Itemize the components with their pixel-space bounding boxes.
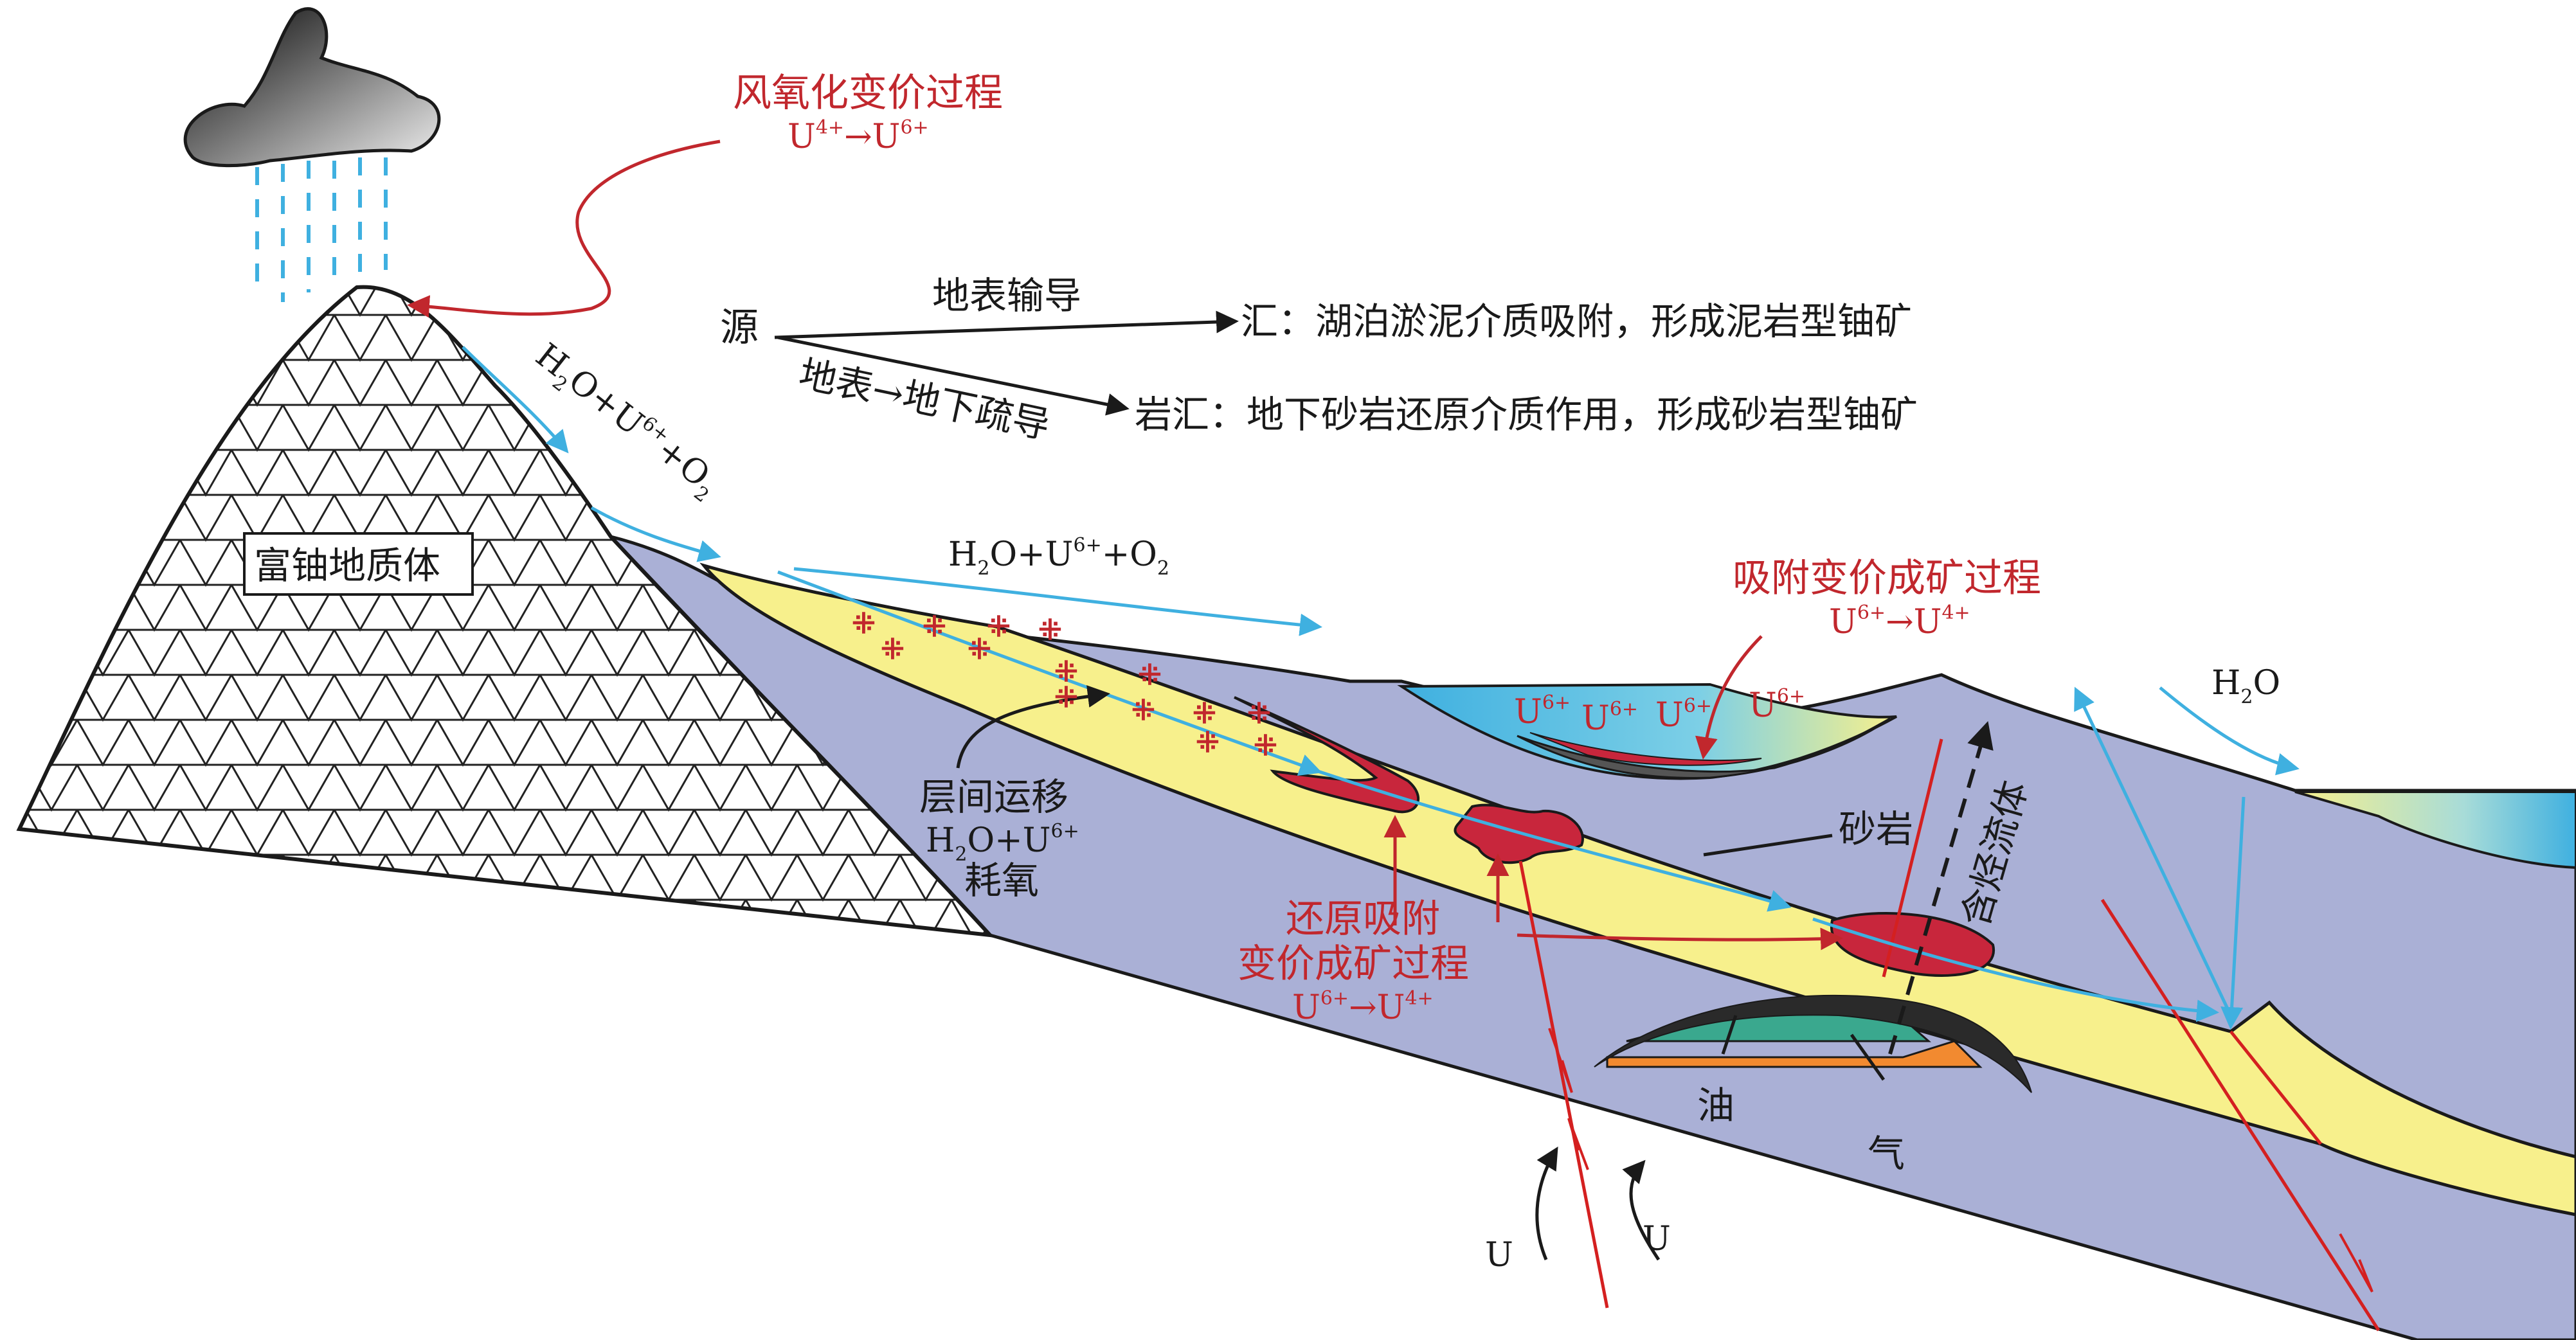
- svg-text:U6+: U6+: [1514, 692, 1571, 731]
- fault-uranium-left: U: [1485, 1236, 1513, 1274]
- reduction-equation: U6+→U4+: [1292, 987, 1434, 1027]
- gas-layer: [1606, 1040, 1983, 1068]
- rain-lines: [255, 157, 388, 302]
- oil-label: 油: [1697, 1084, 1734, 1127]
- h2o-right-label: H2O: [2211, 664, 2280, 708]
- reduction-title-1: 还原吸附: [1286, 897, 1440, 942]
- oil-trap-cap: [1594, 994, 2032, 1093]
- uranium-rich-hill: [16, 285, 995, 938]
- adsorption-title: 吸附变价成矿过程: [1733, 556, 2041, 601]
- interlayer-label-3: 耗氧: [964, 859, 1039, 902]
- red-annotation-arrows: [407, 139, 1843, 951]
- water-flow-arrows: [462, 346, 2300, 1030]
- lake-ore-red: [1529, 732, 1762, 766]
- sink1-label: 汇：湖泊淤泥介质吸附，形成泥岩型铀矿: [1241, 299, 1912, 343]
- svg-text:⁜: ⁜: [1131, 694, 1155, 727]
- hydrocarbon-flow-arrow: [1888, 720, 1994, 1055]
- svg-text:U6+: U6+: [1581, 698, 1638, 738]
- rain-cloud-icon: [183, 7, 441, 168]
- right-lake: [2294, 791, 2576, 870]
- sandstone-label: 砂岩: [1839, 807, 1913, 851]
- fault-uranium-right: U: [1643, 1220, 1671, 1258]
- svg-text:⁜: ⁜: [852, 607, 876, 640]
- lake-uranium-labels: U6+ U6+ U6+ U6+: [1514, 685, 1805, 738]
- svg-text:⁜: ⁜: [968, 633, 991, 666]
- sink2-label: 岩汇：地下砂岩还原介质作用，形成砂岩型铀矿: [1135, 393, 1918, 436]
- surface-flow-formula: H2O+U6++O2: [948, 534, 1169, 580]
- sandstone-layer: [699, 562, 2576, 1217]
- svg-text:⁜: ⁜: [923, 611, 946, 643]
- svg-text:⁜: ⁜: [1054, 656, 1078, 688]
- black-pointer-arrows: [774, 310, 1886, 1261]
- interlayer-label-1: 层间运移: [919, 775, 1068, 819]
- svg-text:⁜: ⁜: [1193, 697, 1216, 730]
- oxygen-marker-group: ⁜⁜⁜ ⁜⁜⁜ ⁜⁜⁜ ⁜⁜⁜ ⁜⁜: [852, 607, 1277, 762]
- svg-text:⁜: ⁜: [1196, 726, 1220, 759]
- uranium-body-label: 富铀地质体: [254, 544, 440, 587]
- svg-text:⁜: ⁜: [987, 611, 1011, 643]
- adsorption-equation: U6+→U4+: [1829, 602, 1970, 641]
- svg-text:⁜: ⁜: [1138, 659, 1162, 692]
- svg-text:⁜: ⁜: [1038, 614, 1062, 647]
- weathering-title: 风氧化变价过程: [733, 71, 1003, 116]
- svg-text:⁜: ⁜: [1254, 729, 1277, 762]
- weathering-equation: U4+→U6+: [788, 116, 929, 156]
- svg-text:U6+: U6+: [1655, 695, 1712, 735]
- svg-text:⁜: ⁜: [1247, 697, 1271, 730]
- svg-text:⁜: ⁜: [881, 633, 905, 666]
- uranium-body-box: [243, 532, 474, 596]
- svg-text:U6+: U6+: [1749, 685, 1805, 725]
- gas-label: 气: [1868, 1132, 1905, 1175]
- fault-slip-arrows: [1548, 1028, 2373, 1292]
- source-label: 源: [720, 305, 759, 350]
- interlayer-label-2: H2O+U6+: [926, 820, 1079, 866]
- ore-body-left: [1234, 696, 1420, 814]
- lake-mud-black: [1517, 717, 1891, 779]
- reduction-title-2: 变价成矿过程: [1238, 942, 1469, 987]
- surface-transport-label: 地表输导: [932, 274, 1081, 317]
- lake-basin: [1397, 683, 1897, 780]
- svg-text:⁜: ⁜: [1054, 681, 1078, 714]
